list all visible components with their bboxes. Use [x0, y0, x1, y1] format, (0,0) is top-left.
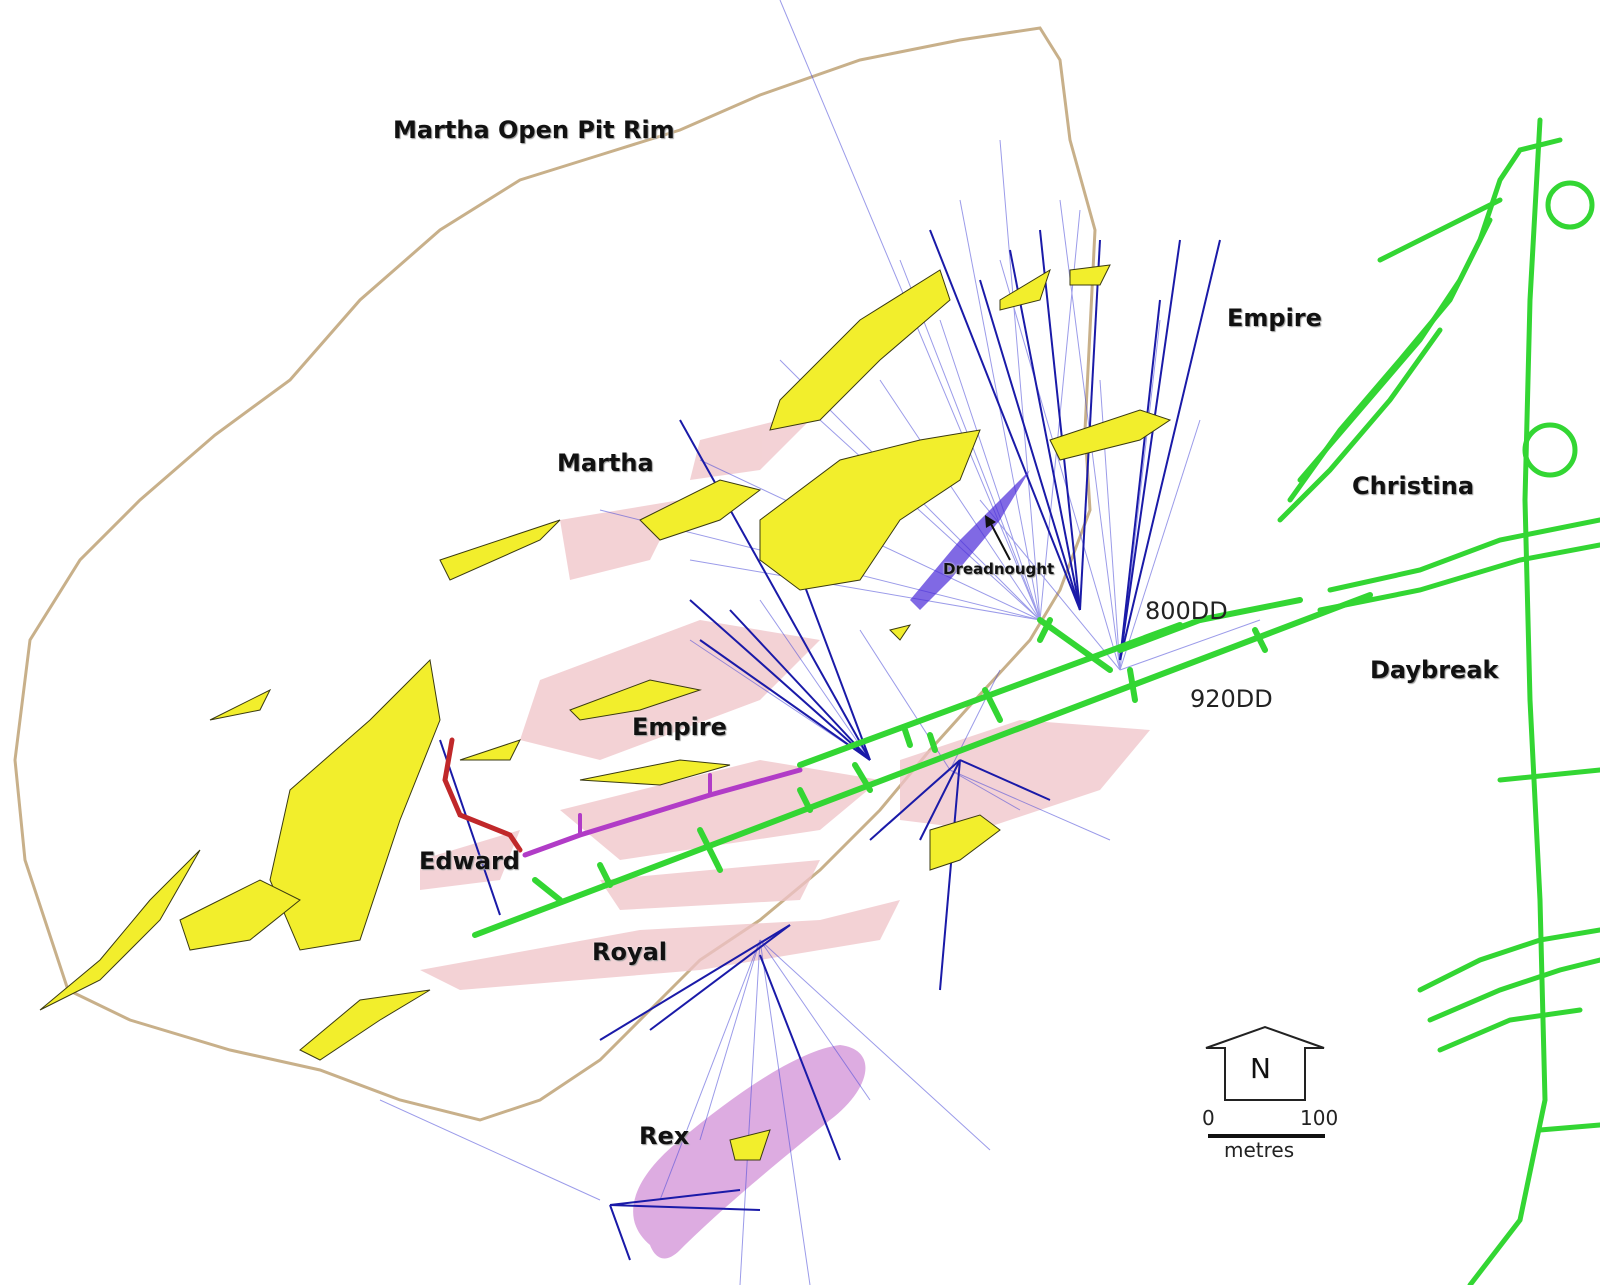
dreadnought-label: Dreadnought	[943, 560, 1055, 578]
pit-rim-label: Martha Open Pit Rim	[393, 116, 675, 144]
yellow-vein-clusters	[39, 264, 1172, 1161]
dreadnought-arrow	[985, 515, 1011, 561]
christina-label: Christina	[1352, 472, 1475, 500]
920dd-decline	[472, 592, 1373, 938]
north-arrow-icon	[1205, 1025, 1325, 1101]
development-green	[472, 592, 1373, 938]
development-network-east	[1277, 117, 1600, 1285]
martha-label: Martha	[557, 449, 654, 477]
empire-central-label: Empire	[632, 713, 727, 741]
level-920dd-label: 920DD	[1190, 685, 1273, 713]
scale-unit-label: metres	[1224, 1138, 1295, 1162]
level-800dd-label: 800DD	[1145, 597, 1228, 625]
edward-drives	[442, 737, 803, 858]
edward-label: Edward	[419, 847, 520, 875]
scale-min-label: 0	[1202, 1106, 1215, 1130]
scale-max-label: 100	[1300, 1106, 1339, 1130]
royal-label: Royal	[592, 938, 668, 966]
dreadnought-zone	[910, 470, 1030, 610]
drill-holes-dark	[439, 229, 1221, 1261]
rex-label: Rex	[639, 1122, 690, 1150]
daybreak-label: Daybreak	[1370, 656, 1499, 684]
empire-ne-label: Empire	[1227, 304, 1322, 332]
north-letter: N	[1250, 1052, 1271, 1085]
